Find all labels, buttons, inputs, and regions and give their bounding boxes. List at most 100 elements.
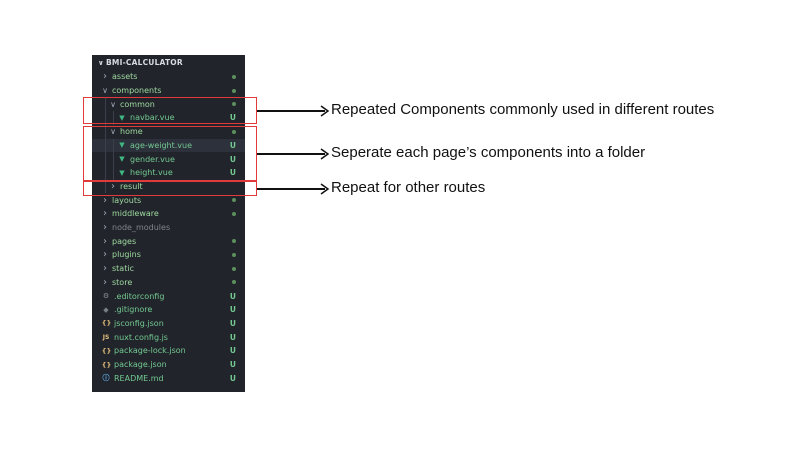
arrow-line-1 xyxy=(257,110,325,112)
tree-item-label: static xyxy=(112,264,134,274)
arrow-line-3 xyxy=(257,188,325,190)
tree-folder-item[interactable]: › assets xyxy=(92,70,245,84)
vue-file-icon: ▼ xyxy=(119,113,125,122)
tree-item-label: gender.vue xyxy=(130,154,175,164)
gear-icon: ⚙ xyxy=(102,292,110,301)
highlight-box-common xyxy=(83,97,257,124)
tree-item-label: common xyxy=(120,99,155,109)
json-braces-icon: { } xyxy=(101,319,112,328)
git-status-badge: U xyxy=(229,305,236,315)
tree-folder-item[interactable]: ›result xyxy=(92,180,245,194)
tree-folder-item[interactable]: ›pages xyxy=(92,234,245,248)
git-status-badge: U xyxy=(229,154,236,164)
tree-file-item[interactable]: ▼ height.vue U xyxy=(92,166,245,180)
chevron-right-icon[interactable]: › xyxy=(103,222,107,234)
status-dot xyxy=(232,129,236,134)
indent-guide xyxy=(113,111,114,125)
chevron-right-icon[interactable]: › xyxy=(111,180,115,192)
tree-folder-item[interactable]: ›middleware xyxy=(92,207,245,221)
tree-file-item[interactable]: ⚙ .editorconfig U xyxy=(92,289,245,303)
tree-file-item[interactable]: ▼ navbar.vue U xyxy=(92,111,245,125)
chevron-right-icon[interactable]: › xyxy=(103,276,107,288)
git-status-badge: U xyxy=(229,168,236,178)
tree-item-label: store xyxy=(112,277,133,287)
tree-item-label: components xyxy=(112,86,162,96)
chevron-right-icon[interactable]: › xyxy=(103,235,107,247)
git-status-badge: U xyxy=(229,373,236,383)
tree-folder-item[interactable]: ∨home xyxy=(92,125,245,139)
annotation-result: Repeat for other routes xyxy=(331,179,486,196)
status-dot xyxy=(232,280,236,285)
explorer-title: BMI-CALCULATOR xyxy=(106,58,183,67)
git-status-badge: U xyxy=(229,140,236,150)
tree-file-item[interactable]: { }jsconfig.json U xyxy=(92,317,245,331)
modified-dot-icon xyxy=(232,248,236,262)
tree-item-label: .gitignore xyxy=(114,305,153,315)
json-braces-icon: { } xyxy=(101,346,112,355)
chevron-down-icon[interactable]: ∨ xyxy=(102,86,108,96)
vue-file-icon: ▼ xyxy=(119,168,125,177)
vue-file-icon: ▼ xyxy=(119,141,125,150)
modified-dot-icon xyxy=(232,97,236,111)
tree-folder-item[interactable]: › store xyxy=(92,276,245,290)
modified-dot-icon xyxy=(232,193,236,207)
tree-item-label: layouts xyxy=(112,195,142,205)
tree-folder-item[interactable]: ∨ components xyxy=(92,84,245,98)
tree-item-label: node_modules xyxy=(112,223,171,233)
modified-dot-icon xyxy=(232,262,236,276)
json-braces-icon: { } xyxy=(101,360,112,369)
chevron-down-icon[interactable]: ∨ xyxy=(110,127,116,137)
tree-item-label: README.md xyxy=(114,373,164,383)
chevron-right-icon[interactable]: › xyxy=(103,249,107,261)
tree-item-label: .editorconfig xyxy=(114,291,165,301)
modified-dot-icon xyxy=(232,84,236,98)
status-dot xyxy=(232,102,236,107)
tree-item-label: height.vue xyxy=(130,168,173,178)
tree-item-label: package.json xyxy=(114,360,167,370)
tree-folder-item[interactable]: ›plugins xyxy=(92,248,245,262)
git-status-badge: U xyxy=(229,291,236,301)
git-status-badge: U xyxy=(229,318,236,328)
tree-item-label: jsconfig.json xyxy=(114,318,164,328)
modified-dot-icon xyxy=(232,207,236,221)
tree-item-label: assets xyxy=(112,72,138,82)
modified-dot-icon xyxy=(232,276,236,290)
status-dot xyxy=(232,88,236,93)
tree-folder-item[interactable]: › static xyxy=(92,262,245,276)
chevron-right-icon[interactable]: › xyxy=(103,263,107,275)
tree-folder-item[interactable]: ∨ common xyxy=(92,97,245,111)
git-status-badge: U xyxy=(229,113,236,123)
explorer-header[interactable]: ∨ BMI-CALCULATOR xyxy=(92,55,245,70)
highlight-box-home xyxy=(83,126,257,181)
tree-file-item[interactable]: ▼ gender.vue U xyxy=(92,152,245,166)
git-diamond-icon: ◆ xyxy=(103,305,109,314)
chevron-down-icon[interactable]: ∨ xyxy=(110,99,116,109)
vue-file-icon: ▼ xyxy=(119,155,125,164)
tree-item-label: package-lock.json xyxy=(114,346,186,356)
indent-guide xyxy=(113,138,114,180)
chevron-right-icon[interactable]: › xyxy=(103,194,107,206)
tree-folder-item[interactable]: › node_modules xyxy=(92,221,245,235)
tree-folder-item[interactable]: › layouts xyxy=(92,193,245,207)
tree-item-label: age-weight.vue xyxy=(130,140,193,150)
js-file-icon: JS xyxy=(102,333,110,341)
git-status-badge: U xyxy=(229,332,236,342)
arrow-head-icon xyxy=(320,105,330,117)
status-dot xyxy=(232,211,236,216)
chevron-down-icon: ∨ xyxy=(98,58,104,67)
chevron-right-icon[interactable]: › xyxy=(103,208,107,220)
highlight-box-result xyxy=(83,181,257,196)
annotation-home: Seperate each page’s components into a f… xyxy=(331,144,646,161)
tree-file-item[interactable]: ▼ age-weight.vue U xyxy=(92,138,245,153)
modified-dot-icon xyxy=(232,125,236,139)
file-explorer: ∨ BMI-CALCULATOR › assets ∨ components ∨ comm… xyxy=(92,55,245,392)
arrow-line-2 xyxy=(257,153,325,155)
chevron-right-icon[interactable]: › xyxy=(103,71,107,83)
tree-file-item[interactable]: ◆ .gitignore U xyxy=(92,303,245,317)
tree-item-label: navbar.vue xyxy=(130,113,175,123)
